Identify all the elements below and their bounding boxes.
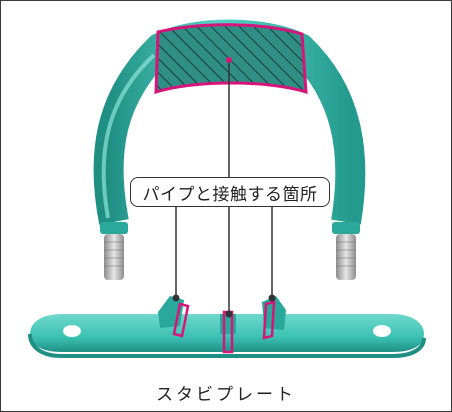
leader-lines: [172, 57, 276, 318]
contact-area-right-tab: [262, 300, 276, 340]
u-bolt-tube-highlight: [101, 53, 156, 219]
contact-callout-label: パイプと接触する箇所: [130, 177, 330, 207]
left-bolt-thread: [104, 234, 124, 280]
left-bolt-hole: [63, 325, 81, 337]
leader-left-dot: [172, 294, 180, 302]
plate-edge: [28, 333, 426, 358]
figure-caption: スタビプレート: [156, 385, 296, 405]
leader-center-dot: [225, 310, 233, 318]
left-collar: [100, 222, 128, 234]
leader-top-dot: [226, 57, 232, 63]
u-bolt: [93, 19, 366, 280]
right-collar: [332, 222, 360, 234]
right-bolt-thread: [336, 234, 356, 280]
right-bolt-hole: [373, 325, 391, 337]
left-tab: [158, 296, 184, 328]
contact-area-left-tab: [172, 302, 190, 338]
stabi-plate: [28, 296, 426, 358]
leader-right-dot: [268, 294, 276, 302]
